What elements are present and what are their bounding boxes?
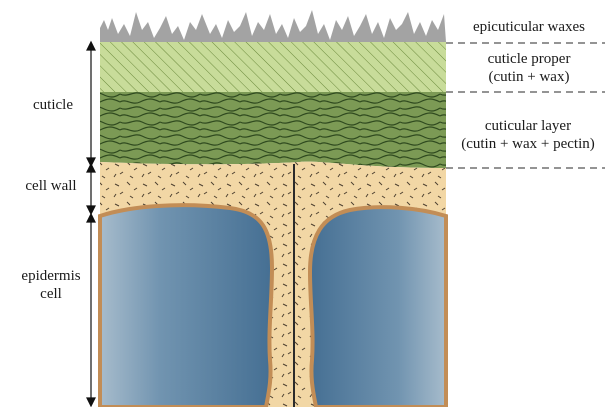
epidermis-cell-right bbox=[310, 207, 446, 407]
label-epidermis-cell: epidermis cell bbox=[14, 267, 88, 303]
label-cuticular-layer-line1: cuticular layer bbox=[450, 117, 606, 135]
label-cuticle-text: cuticle bbox=[24, 96, 82, 114]
label-epicuticular-waxes-text: epicuticular waxes bbox=[456, 18, 602, 36]
epidermis-span-arrow bbox=[87, 214, 95, 406]
epicuticular-wax-crystals bbox=[100, 10, 446, 42]
label-cuticular-layer: cuticular layer (cutin + wax + pectin) bbox=[450, 117, 606, 153]
label-epidermis-line1: epidermis bbox=[14, 267, 88, 285]
cuticle-span-arrow bbox=[87, 42, 95, 166]
label-cell-wall-text: cell wall bbox=[14, 177, 88, 195]
cell-wall-span-arrow bbox=[87, 164, 95, 214]
label-cuticle: cuticle bbox=[24, 96, 82, 114]
cuticle-proper-layer bbox=[100, 42, 446, 92]
label-cuticle-proper: cuticle proper (cutin + wax) bbox=[456, 50, 602, 86]
label-cell-wall: cell wall bbox=[14, 177, 88, 195]
label-epidermis-line2: cell bbox=[14, 285, 88, 303]
label-cuticular-layer-line2: (cutin + wax + pectin) bbox=[450, 135, 606, 153]
epidermis-cell-left bbox=[100, 205, 272, 407]
cuticular-layer bbox=[100, 92, 446, 168]
label-epicuticular-waxes: epicuticular waxes bbox=[456, 18, 602, 36]
label-cuticle-proper-line2: (cutin + wax) bbox=[456, 68, 602, 86]
label-cuticle-proper-line1: cuticle proper bbox=[456, 50, 602, 68]
